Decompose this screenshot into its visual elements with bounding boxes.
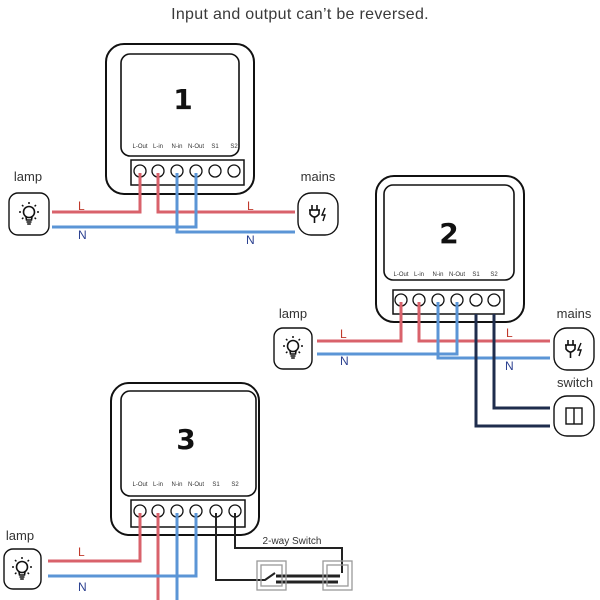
terminal-label-l-out: L-Out [132, 144, 147, 150]
diagram-2: 2 L-Out L-in N-in N-Out S1 S2 L N [273, 175, 595, 437]
neutral-label: N [246, 233, 255, 247]
terminal-label-n-in: N-in [171, 144, 182, 150]
terminal-label-s2: S2 [230, 144, 238, 150]
module-1-terminal-labels: L-Out L-in N-in N-Out S1 S2 [132, 144, 238, 150]
two-way-switch-label: 2-way Switch [263, 536, 322, 547]
neutral-label: N [78, 228, 87, 242]
lamp-box [3, 548, 42, 590]
module-2-screws [394, 293, 501, 307]
lamp-box [273, 327, 313, 370]
module-2-body [375, 175, 525, 323]
module-3-number: 3 [176, 423, 195, 456]
module-2-face [383, 184, 515, 281]
neutral-label: N [340, 354, 349, 368]
terminal-label-s2: S2 [490, 272, 498, 278]
module-3-screws [133, 504, 242, 518]
wire-live-lamp [48, 513, 142, 563]
terminal-label-n-in: N-in [432, 272, 443, 278]
lamp-label: lamp [6, 528, 34, 543]
module-3-face [120, 390, 257, 497]
live-label: L [78, 199, 85, 213]
wire-live-lamp [52, 173, 142, 214]
terminal-label-s1: S1 [212, 482, 220, 488]
module-2-terminal-block [392, 289, 505, 315]
screw [487, 293, 501, 307]
live-label: L [340, 327, 347, 341]
switch-label: switch [557, 375, 593, 390]
terminal-label-n-out: N-Out [188, 144, 204, 150]
terminal-label-n-in: N-in [171, 482, 182, 488]
live-label: L [506, 326, 513, 340]
live-label: L [247, 199, 254, 213]
page-title: Input and output can’t be reversed. [171, 6, 429, 23]
module-2-terminal-labels: L-Out L-in N-in N-Out S1 S2 [393, 272, 498, 278]
screw [208, 164, 222, 178]
terminal-label-l-out: L-Out [132, 482, 147, 488]
module-1-terminal-block [130, 159, 245, 186]
wire-live-lamp [317, 302, 403, 343]
wire-neutral-lamp [317, 302, 459, 356]
wire-neutral-lamp [48, 513, 198, 578]
wire-neutral-mains [175, 173, 295, 234]
terminal-label-l-in: L-in [153, 144, 163, 150]
module-3-terminal-block [130, 499, 246, 528]
screw [227, 164, 241, 178]
module-3-body [110, 382, 260, 536]
wall-switch-icon [565, 407, 583, 425]
terminal-label-n-out: N-Out [449, 272, 465, 278]
wire-live-mains [156, 173, 295, 214]
diagram-1: 1 L-Out L-in N-in N-Out S1 S2 L N L N [8, 43, 339, 247]
wire-live-mains [417, 302, 550, 343]
wire-s1-2way [215, 513, 276, 581]
module-2-number: 2 [439, 217, 458, 250]
wire-neutral-mains [436, 302, 550, 360]
neutral-label: N [78, 580, 87, 594]
lamp-box [8, 192, 50, 236]
mains-label: mains [301, 169, 336, 184]
terminal-label-s1: S1 [211, 144, 219, 150]
two-way-switch-icon [256, 560, 353, 591]
neutral-label: N [505, 359, 514, 373]
wire-s1-switch [474, 314, 550, 428]
wire-neutral-lamp [52, 173, 198, 229]
module-1-number: 1 [173, 83, 192, 116]
mains-label: mains [557, 306, 592, 321]
terminal-label-s1: S1 [472, 272, 480, 278]
module-3-terminal-labels: L-Out L-in N-in N-Out S1 S2 [132, 482, 239, 488]
lamp-label: lamp [279, 306, 307, 321]
diagram-3: 3 L-Out L-in N-in N-Out S1 S2 [3, 382, 353, 600]
screw [469, 293, 483, 307]
terminal-label-l-in: L-in [153, 482, 163, 488]
wire-s2-switch [492, 314, 550, 410]
terminal-label-n-out: N-Out [188, 482, 204, 488]
module-1-face [120, 53, 240, 157]
terminal-label-l-out: L-Out [393, 272, 408, 278]
lamp-label: lamp [14, 169, 42, 184]
terminal-label-s2: S2 [231, 482, 239, 488]
terminal-label-l-in: L-in [414, 272, 424, 278]
live-label: L [78, 545, 85, 559]
